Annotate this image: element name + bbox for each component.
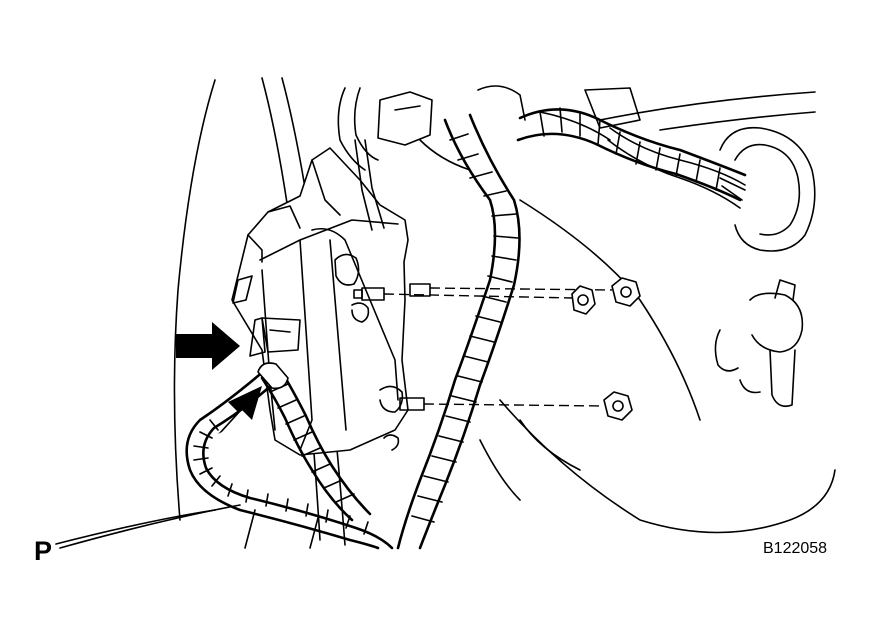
control-module-assembly	[231, 147, 409, 456]
lower-wire-harness	[185, 362, 394, 550]
main-wire-harness	[396, 113, 521, 550]
fasteners	[353, 277, 641, 421]
arrow-diagonal-icon	[218, 386, 262, 434]
figure-code: B122058	[763, 540, 828, 557]
view-label: P	[34, 536, 53, 566]
upper-harness	[337, 85, 746, 231]
branch-harness	[516, 107, 747, 202]
leader-line	[55, 509, 216, 545]
arrow-right-icon	[176, 322, 240, 370]
strut-tower	[714, 126, 816, 408]
